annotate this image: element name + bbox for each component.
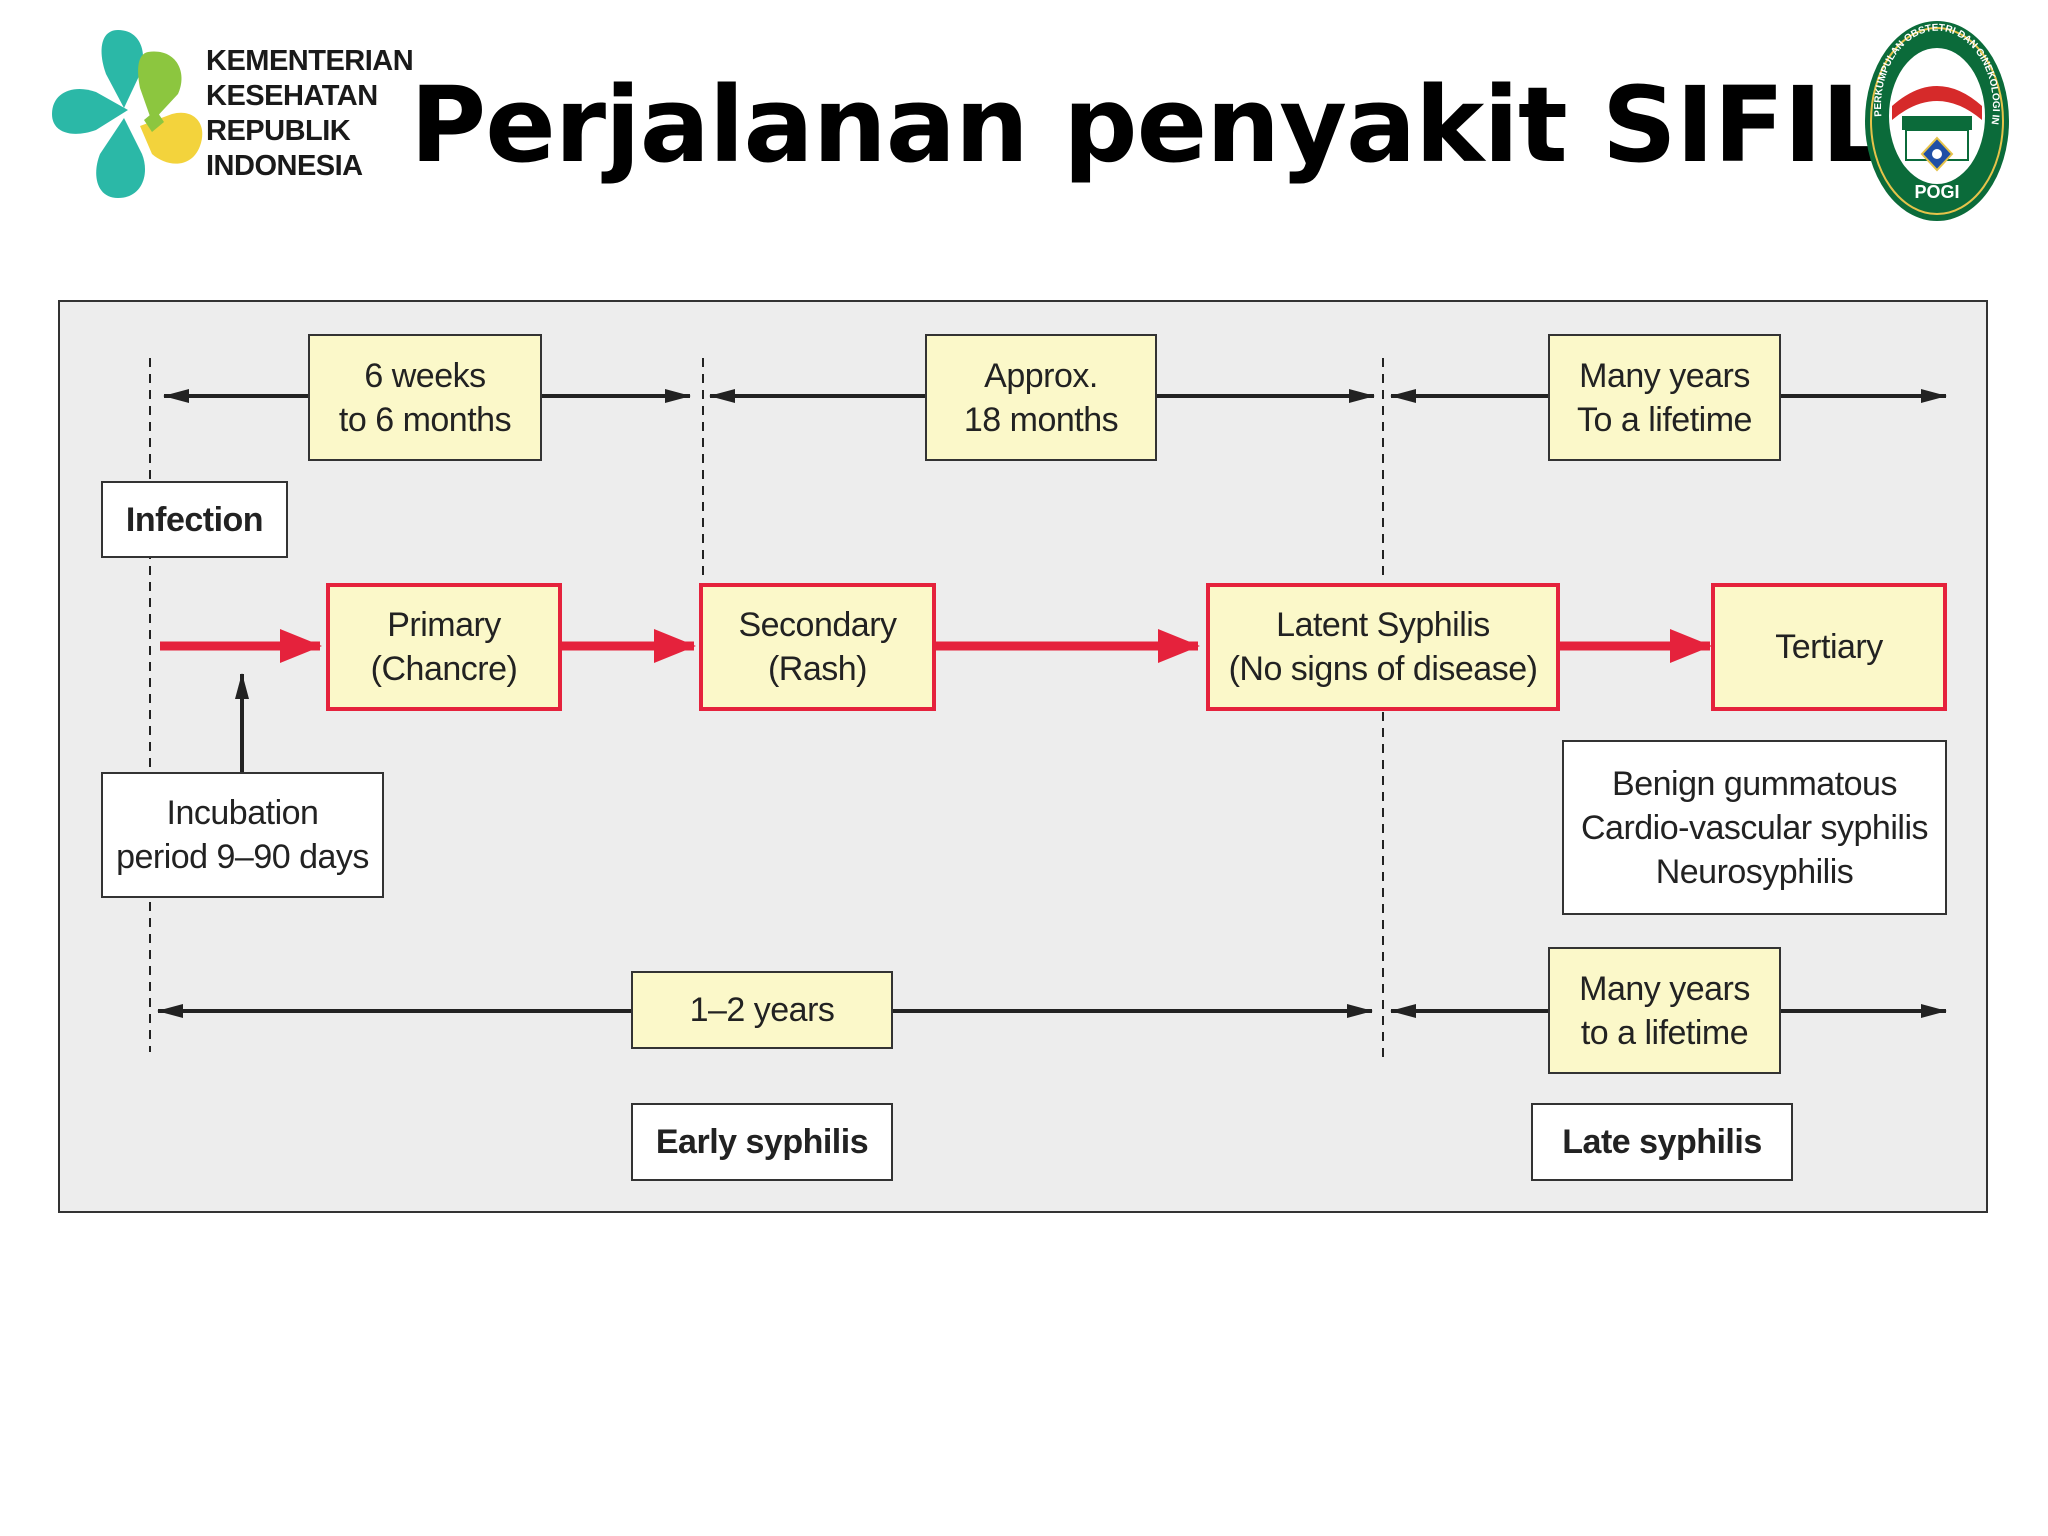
tertiary-form: Neurosyphilis	[1655, 852, 1854, 891]
logo-line: REPUBLIK	[206, 115, 351, 147]
duration-line: 18 months	[963, 400, 1119, 439]
pogi-seal-icon: PERKUMPULAN OBSTETRI DAN GINEKOLOGI INDO…	[1858, 8, 2009, 221]
stage-line: Primary	[387, 606, 501, 644]
stage-line: (No signs of disease)	[1228, 650, 1538, 688]
stage-line: Tertiary	[1775, 628, 1883, 666]
stage-line: Latent Syphilis	[1276, 606, 1490, 644]
stage-line: (Chancre)	[370, 650, 518, 688]
phase-label: Late syphilis	[1562, 1123, 1762, 1161]
duration-line: 1–2 years	[689, 991, 835, 1029]
duration-box-late-bottom: Many years to a lifetime	[1548, 947, 1781, 1074]
duration-box-secondary: Approx. 18 months	[925, 334, 1157, 461]
stage-box-tertiary: Tertiary	[1711, 583, 1947, 711]
logo-line: INDONESIA	[206, 150, 363, 182]
stage-line: Secondary	[738, 606, 897, 644]
duration-box-primary: 6 weeks to 6 months	[308, 334, 542, 461]
logo-line: KEMENTERIAN	[206, 45, 414, 77]
stage-box-latent: Latent Syphilis (No signs of disease)	[1206, 583, 1560, 711]
duration-line: Many years	[1579, 356, 1750, 395]
tertiary-forms-box: Benign gummatous Cardio-vascular syphili…	[1562, 740, 1947, 915]
tertiary-form: Benign gummatous	[1612, 764, 1897, 803]
logo-line: KESEHATAN	[206, 80, 378, 112]
kemenkes-emblem-icon	[52, 30, 203, 198]
duration-line: to 6 months	[338, 400, 512, 439]
duration-line: Approx.	[984, 356, 1098, 395]
incubation-line: period 9–90 days	[116, 838, 369, 876]
duration-line: 6 weeks	[364, 356, 486, 395]
stage-box-primary: Primary (Chancre)	[326, 583, 562, 711]
phase-label: Early syphilis	[655, 1123, 869, 1161]
incubation-box: Incubation period 9–90 days	[101, 772, 384, 898]
duration-line: Many years	[1579, 969, 1750, 1008]
duration-box-early: 1–2 years	[631, 971, 893, 1049]
tertiary-form: Cardio-vascular syphilis	[1580, 808, 1929, 847]
kemenkes-logo	[48, 22, 393, 202]
infection-label: Infection	[125, 500, 264, 539]
phase-box-early: Early syphilis	[631, 1103, 893, 1181]
kemenkes-logo-text: KEMENTERIAN KESEHATAN REPUBLIK INDONESIA	[206, 44, 414, 184]
duration-line: to a lifetime	[1580, 1013, 1749, 1052]
duration-box-late-top: Many years To a lifetime	[1548, 334, 1781, 461]
stage-line: (Rash)	[767, 650, 868, 688]
stage-box-secondary: Secondary (Rash)	[699, 583, 936, 711]
duration-line: To a lifetime	[1577, 400, 1752, 439]
pogi-abbr: POGI	[1914, 182, 1959, 202]
phase-box-late: Late syphilis	[1531, 1103, 1793, 1181]
incubation-line: Incubation	[166, 794, 319, 832]
infection-box: Infection	[101, 481, 288, 558]
pogi-logo: PERKUMPULAN OBSTETRI DAN GINEKOLOGI INDO…	[1858, 8, 2012, 226]
page-title: Perjalanan penyakit SIFILIS	[410, 64, 1999, 186]
